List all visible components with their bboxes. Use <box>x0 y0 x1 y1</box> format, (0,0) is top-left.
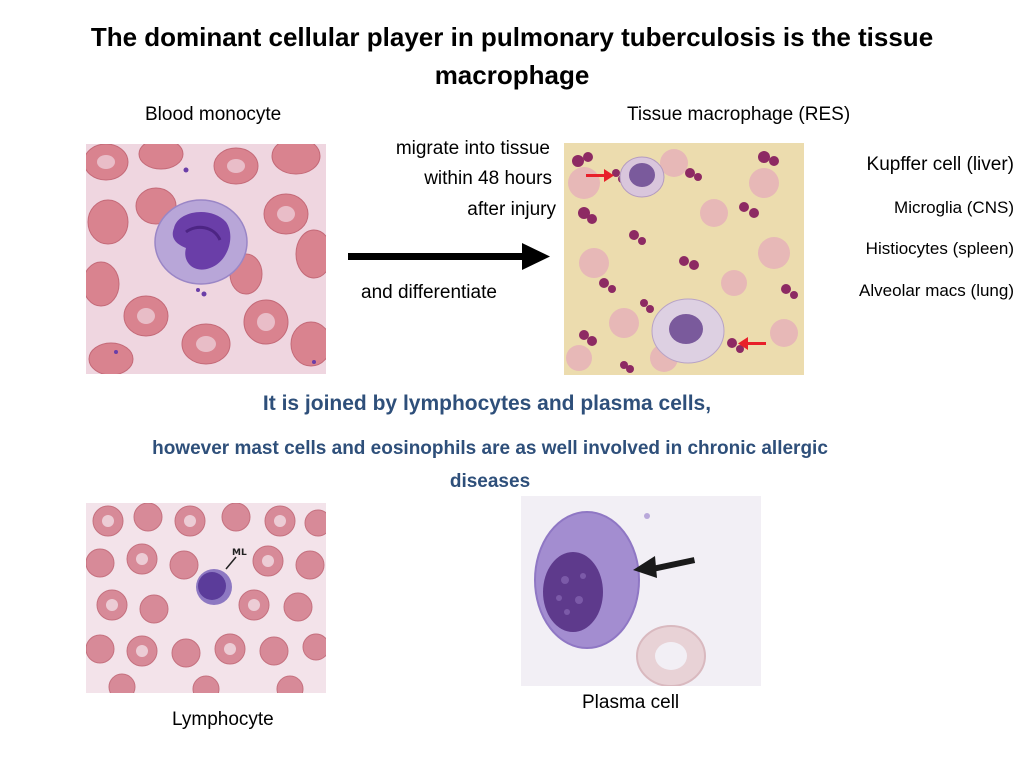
macrophage-type-microglia: Microglia (CNS) <box>894 198 1014 217</box>
lymphocyte-image: ML <box>86 503 326 693</box>
migrate-text-line-3: after injury <box>467 199 556 220</box>
right-arrow-icon <box>348 243 550 271</box>
lymphocyte-marker-label: ML <box>232 548 247 558</box>
macrophage-type-histiocytes: Histiocytes (spleen) <box>865 239 1014 258</box>
macrophage-type-alveolar: Alveolar macs (lung) <box>859 281 1014 300</box>
blood-monocyte-image <box>86 144 326 374</box>
subheading-mast-cells: however mast cells and eosinophils are a… <box>152 438 828 492</box>
red-pointer-arrow-icon <box>586 169 766 350</box>
blood-monocyte-label: Blood monocyte <box>145 104 282 125</box>
tissue-macrophage-label: Tissue macrophage (RES) <box>627 104 851 125</box>
macrophage-type-kupffer: Kupffer cell (liver) <box>866 154 1014 175</box>
lymphocyte-label: Lymphocyte <box>172 709 274 730</box>
plasma-cell-image <box>521 496 761 686</box>
plasma-cell-label: Plasma cell <box>582 692 680 713</box>
subheading-lymphocytes: It is joined by lymphocytes and plasma c… <box>262 392 712 415</box>
tissue-macrophage-image <box>564 143 804 375</box>
pointer-arrow-icon <box>633 556 696 578</box>
differentiate-text: and differentiate <box>361 282 497 303</box>
migrate-text-line-2: within 48 hours <box>424 168 552 189</box>
slide-title: The dominant cellular player in pulmonar… <box>90 22 934 90</box>
migrate-text-line-1: migrate into tissue <box>395 138 550 159</box>
